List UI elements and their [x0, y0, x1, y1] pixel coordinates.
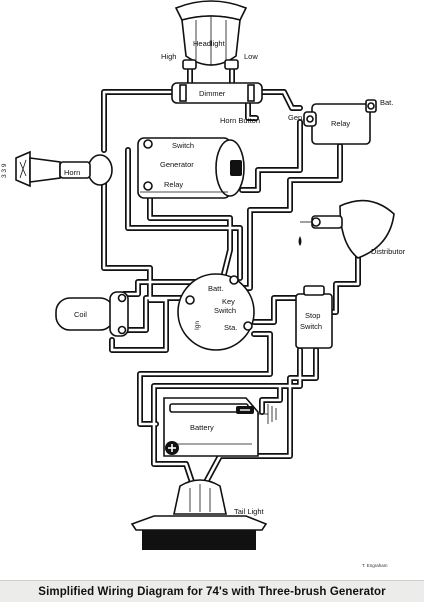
wiring-harness [101, 63, 361, 485]
generator-component: Switch Generator Relay [137, 137, 245, 199]
headlight-component: Headlight High Low [161, 0, 258, 70]
wiring-diagram: Headlight High Low Dimmer Horn Button Re… [1, 0, 406, 550]
side-number: 3 3 9 [1, 163, 8, 178]
stop-switch-component: Stop Switch [295, 285, 333, 349]
coil-label: Coil [74, 310, 87, 319]
key-switch-ign-terminal-label: Ign [194, 321, 201, 330]
battery-component: Battery [163, 397, 259, 457]
generator-switch-terminal-label: Switch [172, 141, 194, 150]
horn-button-label: Horn Button [220, 116, 260, 125]
headlight-label: Headlight [193, 39, 226, 48]
generator-relay-terminal-label: Relay [164, 180, 183, 189]
stop-switch-label-line1: Stop [305, 311, 320, 320]
key-switch-sta-terminal-label: Sta. [224, 323, 237, 332]
relay-component: Relay Gen. Bat. [288, 98, 393, 145]
relay-label: Relay [331, 119, 350, 128]
dimmer-switch-component: Dimmer Horn Button [171, 82, 263, 125]
battery-label: Battery [190, 423, 214, 432]
horn-component: 3 3 9 Horn [1, 150, 113, 188]
distributor-component: Distributor [298, 199, 406, 259]
key-switch-component: Batt. Key Switch Ign Sta. [177, 273, 255, 351]
low-beam-label: Low [244, 52, 258, 61]
dimmer-label: Dimmer [199, 89, 226, 98]
horn-label: Horn [64, 168, 80, 177]
ground-symbol [258, 404, 277, 424]
key-switch-label-line2: Switch [214, 306, 236, 315]
tail-light-label: Tail Light [234, 507, 265, 516]
key-switch-batt-terminal-label: Batt. [208, 284, 223, 293]
coil-component: Coil [55, 291, 129, 337]
key-switch-label-line1: Key [222, 297, 235, 306]
relay-gen-terminal-label: Gen. [288, 113, 304, 122]
relay-bat-terminal-label: Bat. [380, 98, 393, 107]
distributor-label: Distributor [371, 247, 406, 256]
tail-light-component: Tail Light [130, 479, 268, 550]
diagram-caption: Simplified Wiring Diagram for 74's with … [0, 580, 424, 602]
artist-credit: T. Engraham [362, 563, 388, 568]
stop-switch-label-line2: Switch [300, 322, 322, 331]
high-beam-label: High [161, 52, 176, 61]
generator-label: Generator [160, 160, 194, 169]
